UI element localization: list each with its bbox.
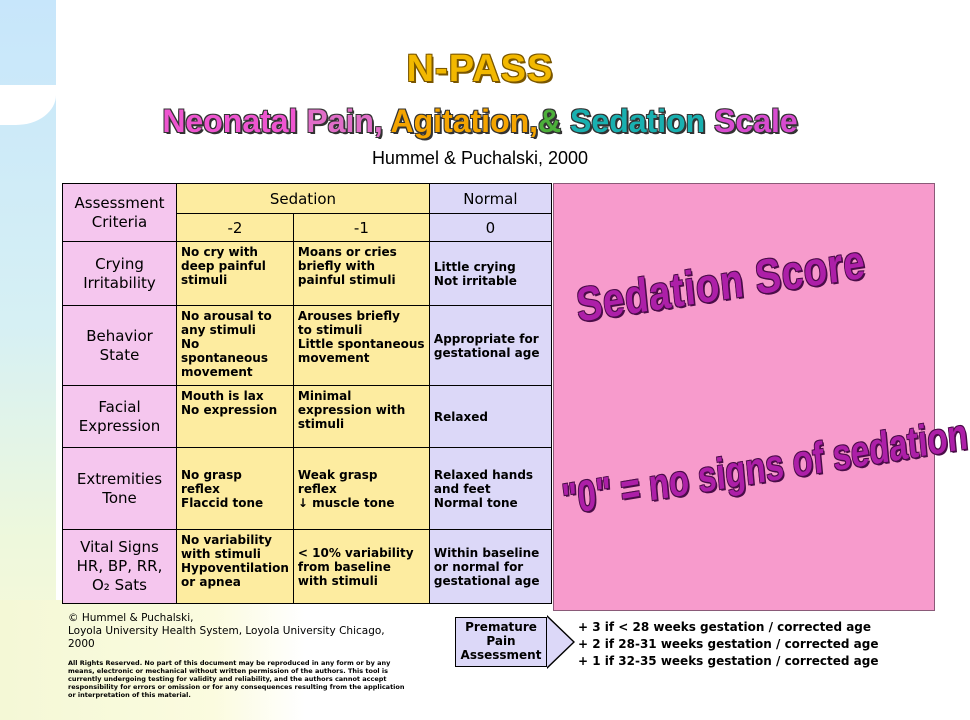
row-criteria: Vital Signs HR, BP, RR, O₂ Sats (62, 529, 177, 604)
premature-rule-32-35: + 1 if 32-35 weeks gestation / corrected… (578, 654, 879, 668)
row-cell-0: Within baseline or normal for gestationa… (428, 529, 552, 604)
scale-title: Neonatal Pain, Agitation,& Sedation Scal… (100, 103, 860, 140)
table-row: Extremities Tone No grasp reflex Flaccid… (62, 447, 554, 530)
row-cell-0: Relaxed hands and feet Normal tone (428, 447, 552, 530)
authors-line: Hummel & Puchalski, 2000 (371, 148, 589, 168)
row-cell-0: Appropriate for gestational age (428, 305, 552, 386)
row-cell-0: Relaxed (428, 385, 552, 448)
row-cell-minus-2: No grasp reflex Flaccid tone (176, 447, 294, 530)
table-row: Facial Expression Mouth is lax No expres… (62, 385, 554, 448)
row-criteria: Extremities Tone (62, 447, 177, 530)
row-cell-minus-2: No cry with deep painful stimuli (176, 241, 294, 306)
scale-title-word: Agitation, (390, 103, 539, 139)
sedation-score-overlay: Sedation Score "0" = no signs of sedatio… (553, 183, 970, 611)
bottom-gradient-band (0, 600, 305, 720)
sedation-score-heading: Sedation Score (574, 235, 868, 333)
scale-title-word: Pain, (306, 103, 391, 139)
premature-rules: + 3 if < 28 weeks gestation / corrected … (578, 619, 879, 670)
scale-title-word: Neonatal (162, 103, 307, 139)
header-normal: Normal (428, 183, 552, 214)
page-title: N-PASS (406, 48, 554, 90)
row-cell-minus-1: Weak grasp reflex ↓ muscle tone (292, 447, 430, 530)
row-cell-minus-1: Arouses briefly to stimuli Little sponta… (292, 305, 430, 386)
row-cell-minus-1: Moans or cries briefly with painful stim… (292, 241, 430, 306)
table-row: Vital Signs HR, BP, RR, O₂ Sats No varia… (62, 529, 554, 604)
row-cell-minus-2: No variability with stimuli Hypoventilat… (176, 529, 294, 604)
row-cell-0: Little crying Not irritable (428, 241, 552, 306)
copyright-block: © Hummel & Puchalski, Loyola University … (68, 612, 408, 699)
no-sedation-note: "0" = no signs of sedation (560, 409, 970, 525)
npass-table: Assessment Criteria Sedation Normal -2 -… (62, 183, 554, 604)
rights-text: All Rights Reserved. No part of this doc… (68, 659, 405, 699)
header-score-minus-2: -2 (176, 213, 294, 242)
header-score-0: 0 (428, 213, 552, 242)
premature-pain-assessment-label: Premature Pain Assessment (455, 617, 547, 667)
copyright-text: © Hummel & Puchalski, Loyola University … (68, 612, 385, 650)
row-cell-minus-2: No arousal to any stimuli No spontaneous… (176, 305, 294, 386)
header-score-minus-1: -1 (292, 213, 430, 242)
table-row: Behavior State No arousal to any stimuli… (62, 305, 554, 386)
scale-title-word: Sedation (570, 103, 715, 139)
row-cell-minus-2: Mouth is lax No expression (176, 385, 294, 448)
premature-rule-28-31: + 2 if 28-31 weeks gestation / corrected… (578, 637, 879, 651)
row-cell-minus-1: Minimal expression with stimuli (292, 385, 430, 448)
row-cell-minus-1: < 10% variability from baseline with sti… (292, 529, 430, 604)
header-sedation: Sedation (176, 183, 430, 214)
scale-title-word: & (538, 103, 571, 139)
row-criteria: Facial Expression (62, 385, 177, 448)
premature-arrow-icon (547, 617, 573, 667)
row-criteria: Behavior State (62, 305, 177, 386)
table-row: Crying Irritability No cry with deep pai… (62, 241, 554, 306)
scale-title-word: Scale (714, 103, 798, 139)
header-assessment-criteria: Assessment Criteria (62, 183, 177, 242)
row-criteria: Crying Irritability (62, 241, 177, 306)
premature-rule-28: + 3 if < 28 weeks gestation / corrected … (578, 620, 872, 634)
